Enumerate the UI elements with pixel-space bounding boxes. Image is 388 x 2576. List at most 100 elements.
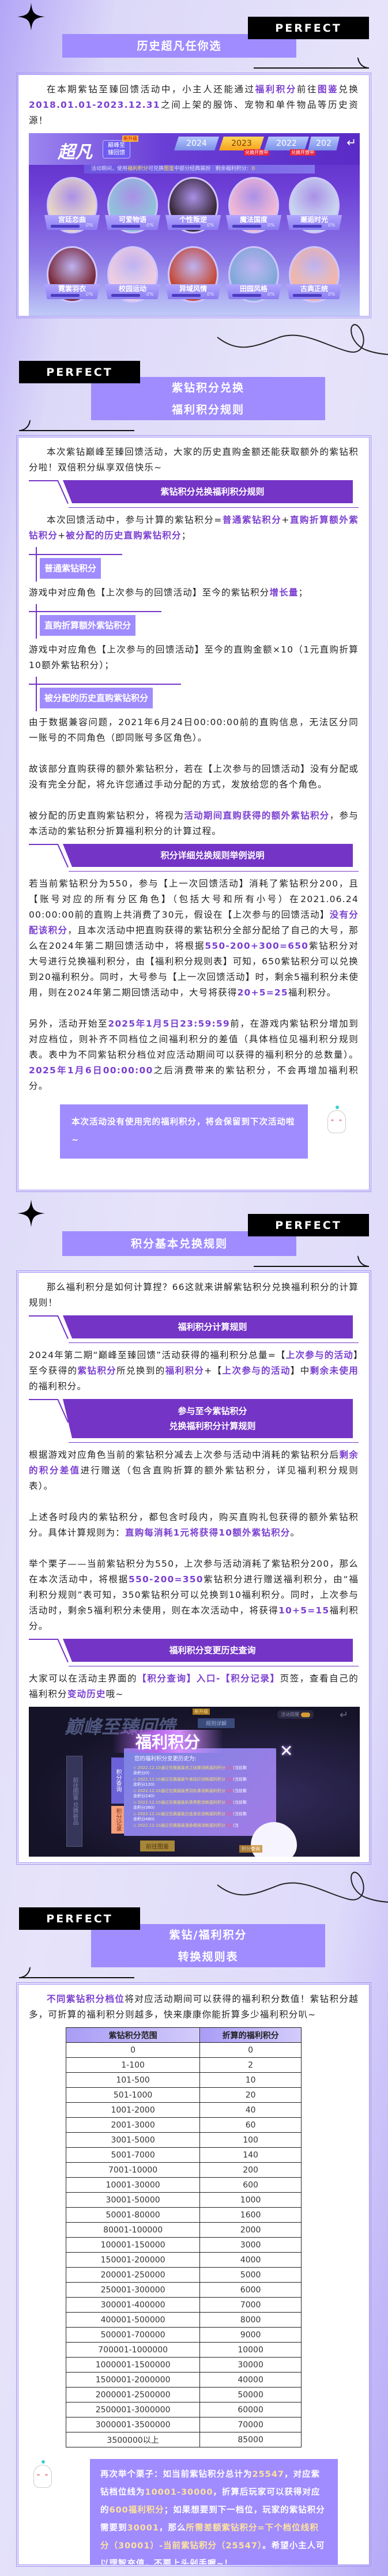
table-cell: 1001-2000 xyxy=(65,2102,201,2118)
text-run: 的福利积分。 xyxy=(29,1381,87,1391)
return-icon[interactable]: ↵ xyxy=(339,1709,348,1721)
remaining-label: 剩余福利积分: xyxy=(215,166,248,172)
entry-cost: 120 xyxy=(225,1823,233,1828)
callout-wrapper: 本次活动没有使用完的福利积分，将会保留到下次活动啦~ xyxy=(60,1104,359,1159)
history-heading: 您的福利积分变更历史为: xyxy=(134,1756,197,1762)
paragraph: 上述各时段内的紫钻积分，都包含时段内，购买直购礼包获得的额外紫钻积分。具体计算规… xyxy=(29,1510,359,1541)
theme-name: 魔法国度 xyxy=(226,215,281,230)
table-cell: 8000 xyxy=(199,2312,302,2328)
table-cell: 501-1000 xyxy=(65,2087,201,2103)
section-title-line: 福利积分规则 xyxy=(171,403,244,416)
divider-line xyxy=(19,430,134,431)
text-run: 兑换 xyxy=(338,84,359,95)
highlight-text: 普通紫钻积分 xyxy=(222,515,282,525)
paragraph: 根据游戏对应角色当前的紫钻积分减去上次参与活动中消耗的紫钻积分后剩余的积分差值进… xyxy=(29,1447,359,1494)
text-run: 前往 xyxy=(296,84,318,95)
perfect-tag: PERFECT xyxy=(19,361,140,383)
spacer xyxy=(29,1494,359,1510)
subheading-line xyxy=(36,547,37,582)
highlight-text: 不同紫钻积分档位 xyxy=(47,1994,125,2004)
table-header-cell: 紫钻积分范围 xyxy=(65,2027,201,2043)
entry-text: 2022.12.10通过兑换服装酒香缠绵消耗福利积分 xyxy=(137,1823,225,1828)
table-cell: 5001-7000 xyxy=(65,2147,201,2163)
progress-percent: 0% xyxy=(328,222,336,228)
text-run: 紫钻积分进行赠送福利积分，由“福利积分规则”表可知，350紫钻积分可以兑换到10… xyxy=(29,1574,359,1616)
text-run: ； xyxy=(298,587,308,598)
tab-points-query[interactable]: 积分查询 xyxy=(111,1757,124,1804)
cheek xyxy=(339,1119,342,1121)
paragraph: 故该部分直购获得的额外紫钻积分，若在【上次参与的回馈活动】没有分配或没有完全分配… xyxy=(29,761,359,793)
text-run: 本次紫钻巅峰至臻回馈活动，大家的历史直购金额还能获取额外的紫钻积分啦！双倍积分纵… xyxy=(29,447,359,473)
remind-toggle[interactable]: 活动提醒 xyxy=(277,1710,314,1719)
subheading-label: 被分配的历史直购紫钻积分 xyxy=(40,688,153,708)
banner-line xyxy=(29,1315,58,1317)
year-tab-more[interactable]: 202 xyxy=(308,137,340,150)
banner-title: 参与至今紫钻积分兑换福利积分计算规则 xyxy=(63,1399,353,1438)
spacer xyxy=(29,793,359,808)
table-cell: 600 xyxy=(199,2177,302,2193)
section-banner: 紫钻积分兑换福利积分规则 xyxy=(29,480,359,508)
banner-title-text: 福利积分变更历史查询 xyxy=(169,1645,256,1655)
entry-rest: (当前剩余积分0) xyxy=(133,1766,247,1775)
text-run: 】中 xyxy=(290,1366,310,1376)
highlight-text: 剩余的积分差值 xyxy=(29,1450,359,1476)
table-cell: 150001-200000 xyxy=(65,2252,201,2268)
new-tag: 新升级 xyxy=(122,135,138,142)
table-cell: 1000001-1500000 xyxy=(65,2357,201,2373)
tab-points-record[interactable]: 积分记录 xyxy=(111,1806,124,1834)
curl-decoration xyxy=(19,420,31,431)
goto-codex-button[interactable]: 前往图鉴 xyxy=(140,1840,175,1851)
highlight-text: 剩余未使用 xyxy=(310,1366,359,1376)
toggle-switch[interactable] xyxy=(301,1712,310,1717)
text-run: 之后消费带来的紫钻积分，不会再增加福利积分。 xyxy=(29,1065,359,1091)
year-tab-2024[interactable]: 2024 xyxy=(174,137,219,150)
entry-text: 2022.12.10通过兑换服装午夜砝印消耗福利积分 xyxy=(137,1777,225,1782)
table-cell: 40000 xyxy=(199,2372,302,2388)
table-cell: 300001-400000 xyxy=(65,2297,201,2313)
squiggle-decoration xyxy=(217,324,388,355)
table-cell: 2000001-2500000 xyxy=(65,2387,201,2402)
progress-percent: 0% xyxy=(207,222,214,228)
entry-text: 2022.12.10通过兑换服装执事黑鞋消耗福利积分 xyxy=(137,1800,225,1805)
year-tab-2023[interactable]: 2023 xyxy=(219,137,264,150)
table-cell: 9000 xyxy=(199,2327,302,2343)
callout-bubble: 再次举个栗子：如当前紫钻积分总计为25547，对应紫钻档位线为10001-300… xyxy=(90,2459,338,2564)
table-cell: 1000 xyxy=(199,2192,302,2208)
year-tab-2022[interactable]: 2022 xyxy=(264,137,309,150)
divider-line xyxy=(254,1266,369,1267)
points-query-button[interactable]: 积分查询 xyxy=(239,1845,262,1853)
text-run: ；如果想要到下一档位，玩家的紫钻积分需要到 xyxy=(100,2506,325,2533)
highlight-text: 2025年1月6日00:00:00 xyxy=(29,1065,153,1076)
progress-bar xyxy=(232,294,261,297)
perfect-tag: PERFECT xyxy=(19,1907,140,1930)
paragraph: 不同紫钻积分档位将对应活动期间可以获得的福利积分数值！紫钻积分越多，可折算的福利… xyxy=(29,1992,359,2023)
section-title-text: 历史超凡任你选 xyxy=(137,39,222,52)
table-cell: 200001-250000 xyxy=(65,2267,201,2283)
text-run: 再次举个栗子：如当前紫钻积分总计为 xyxy=(100,2470,253,2479)
rules-button[interactable]: 规则详解 xyxy=(198,1718,235,1728)
text-run: 游戏中对应角色【上次参与的回馈活动】至今的直购金额×10（1元直购折算10额外紫… xyxy=(29,644,359,670)
section-4-header: 紫钻/福利积分转换规则表 PERFECT xyxy=(0,1863,388,1984)
callout-wrapper: 再次举个栗子：如当前紫钻积分总计为25547，对应紫钻档位线为10001-300… xyxy=(33,2459,359,2564)
text-run: 紫钻积分对大号进行兑换福利积分，由【福利积分规则表】可知，650紫钻积分可以兑换… xyxy=(29,941,359,998)
table-cell: 50000 xyxy=(199,2387,302,2402)
section-title-line: 紫钻积分兑换 xyxy=(171,381,244,394)
highlight-text: 变动历史 xyxy=(67,1689,106,1699)
return-icon[interactable]: ↵ xyxy=(346,135,356,149)
entry-rest: (当前剩余积分240) xyxy=(133,1789,247,1798)
close-icon[interactable]: ✕ xyxy=(280,1741,293,1760)
banner-line xyxy=(69,870,359,872)
paragraph: 由于数据兼容问题，2021年6月24日00:00:00前的直购信息，无法区分同一… xyxy=(29,715,359,746)
table-cell: 6000 xyxy=(199,2282,302,2298)
text-run: ，那么 xyxy=(159,2524,186,2533)
